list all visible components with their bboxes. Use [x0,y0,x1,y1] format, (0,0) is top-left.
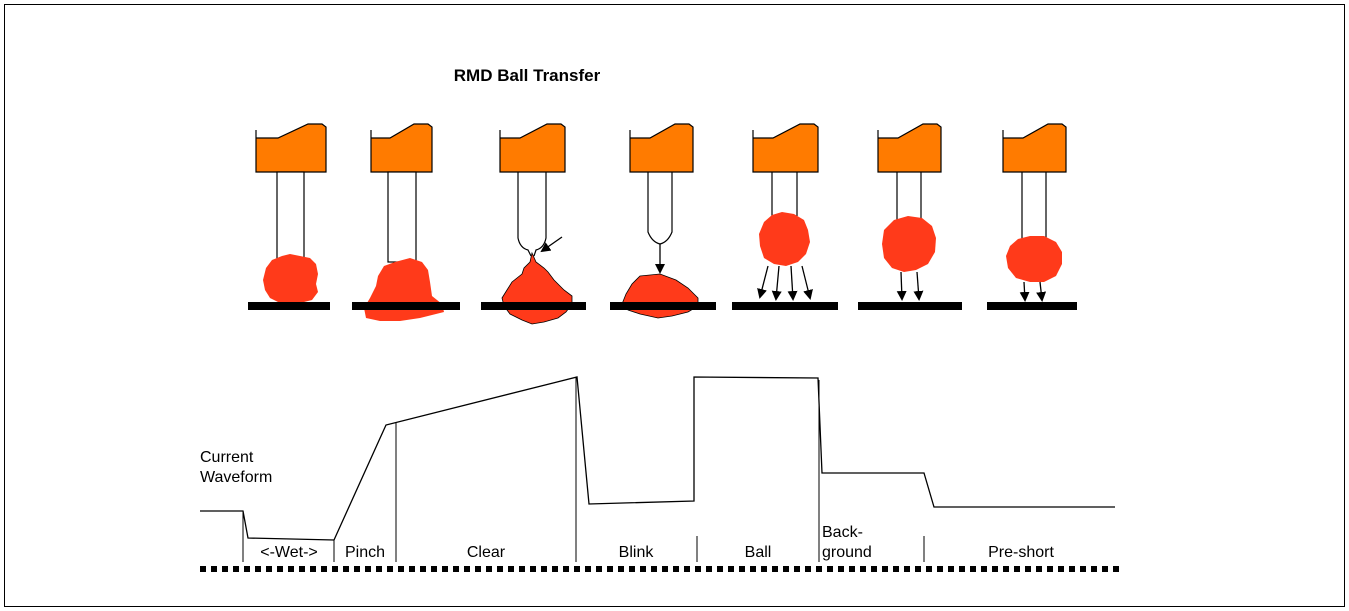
workpiece [987,302,1077,310]
phase-label-blink: Blink [619,544,655,561]
phase-dividers [242,378,925,562]
wire [387,171,417,263]
phase-label-clear: Clear [467,544,506,561]
contact-tip-icon [255,123,327,173]
stage-pinch [352,123,460,321]
arrow-icon [1019,281,1030,302]
wire-necked [517,172,547,257]
phase-label-pinch: Pinch [345,544,385,561]
phase-label-ball: Ball [745,544,772,561]
stage-wet [248,123,330,310]
arrow-icon [540,236,563,253]
stage-pre-short [987,123,1077,310]
diagram-title: RMD Ball Transfer [454,66,601,85]
droplet-icon [263,254,318,304]
droplet-icon [364,258,444,321]
waveform-label-line-1: Current [200,449,254,466]
droplet-icon [882,216,936,272]
arrow-icon [801,265,813,300]
contact-tip-icon [752,123,819,173]
arrow-icon [787,265,798,301]
contact-tip-icon [499,123,566,173]
phase-label-wet: <-Wet-> [260,544,318,561]
droplet-icon [1006,236,1062,282]
contact-tip-icon [877,123,942,173]
workpiece [858,302,962,310]
contact-tip-icon [1002,123,1067,173]
contact-tip-icon [370,123,433,173]
workpiece [248,302,330,310]
arrow-icon [913,271,924,301]
workpiece [610,302,716,310]
waveform-label-line-2: Waveform [200,469,272,486]
arrow-icon [896,271,907,301]
wire-separated [647,172,673,245]
droplet-icon [621,273,699,319]
phase-label-background-line-2: ground [822,544,872,561]
wire [276,171,305,261]
phase-label-background-line-1: Back- [822,524,863,541]
diagram-frame [4,4,1345,607]
workpiece [481,302,586,310]
arrow-icon [771,265,782,301]
phase-label-pre-short: Pre-short [988,544,1054,561]
workpiece [732,302,838,310]
stage-clear [481,123,586,325]
current-waveform [200,376,1115,541]
workpiece [352,302,460,310]
stage-background [858,123,962,310]
contact-tip-icon [629,123,694,173]
arrow-icon [1036,281,1047,302]
arrow-icon [757,265,769,299]
droplet-icon [501,251,573,325]
stage-ball [732,123,838,310]
droplet-icon [759,212,810,266]
stage-blink [610,123,716,319]
